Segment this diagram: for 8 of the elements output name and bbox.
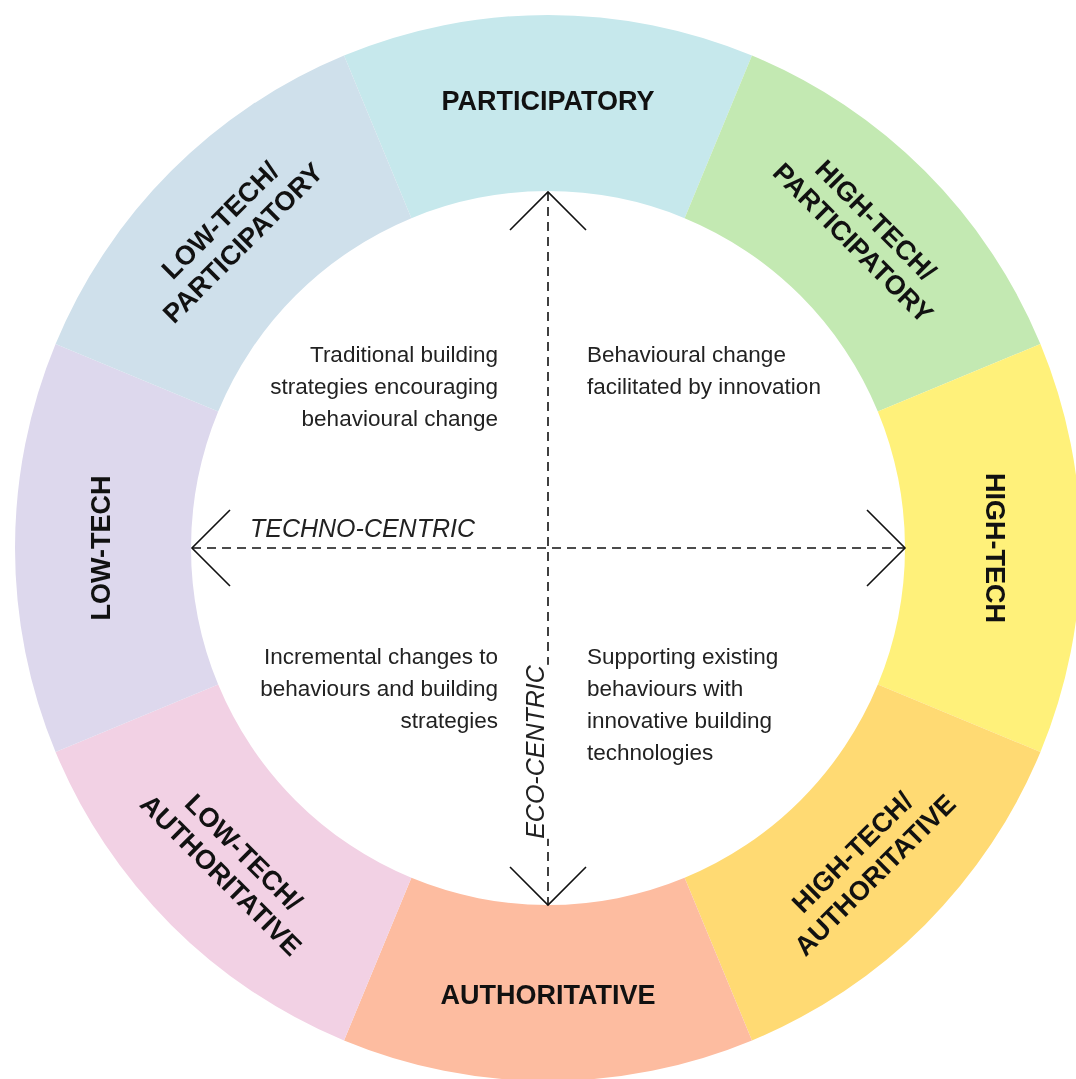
segment-label: LOW-TECH <box>84 475 118 621</box>
quadrant-text: Behavioural change facilitated by innovation <box>587 341 822 401</box>
segment-label: PARTICIPATORY <box>441 84 655 118</box>
quadrant-text: Supporting existing behaviours with innovative building technologies <box>587 643 780 767</box>
quadrant-text: Traditional building strategies encouraging behavioural change <box>269 341 498 433</box>
quadrant-text: Incremental changes to behaviours and building strategies <box>259 643 498 735</box>
segment-label: AUTHORITATIVE <box>440 978 656 1012</box>
segment-label: HIGH-TECH <box>978 473 1012 623</box>
